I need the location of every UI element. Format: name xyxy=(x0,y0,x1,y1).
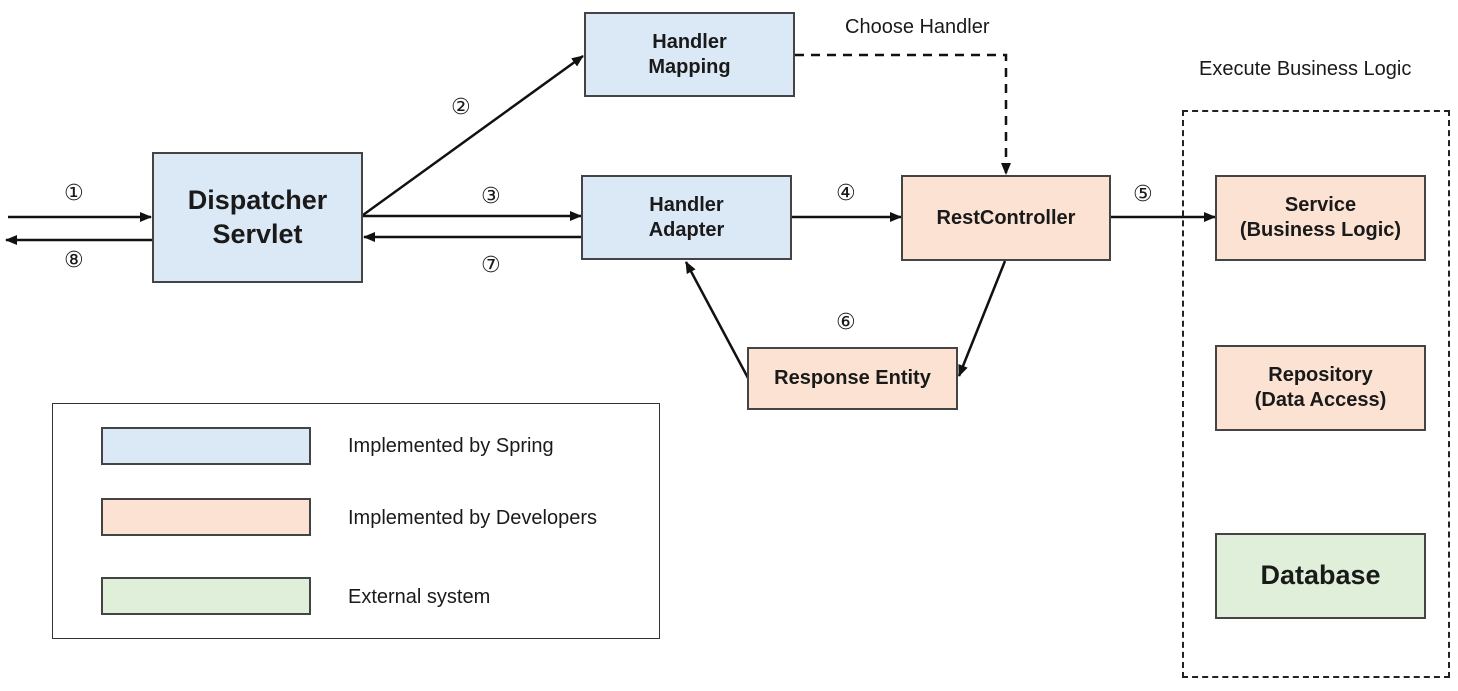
repository-line1: Repository xyxy=(1268,364,1373,386)
response-entity-label: Response Entity xyxy=(774,367,931,389)
service-box: Service (Business Logic) xyxy=(1215,175,1426,261)
database-box: Database xyxy=(1215,533,1426,619)
dispatcher-servlet-line2: Servlet xyxy=(212,218,303,249)
legend-swatch-spring xyxy=(101,427,311,465)
step-5-label: ⑤ xyxy=(1133,181,1153,206)
dispatcher-servlet-box: Dispatcher Servlet xyxy=(152,152,363,283)
repository-box: Repository (Data Access) xyxy=(1215,345,1426,431)
rest-controller-label: RestController xyxy=(936,206,1076,229)
handler-mapping-line2: Mapping xyxy=(648,55,731,78)
handler-mapping-line1: Handler xyxy=(652,30,727,53)
handler-adapter-box: Handler Adapter xyxy=(581,175,792,260)
arrow-to-response-entity xyxy=(957,260,1007,377)
service-line1: Service xyxy=(1284,194,1357,216)
service-line2: (Business Logic) xyxy=(1239,219,1402,241)
handler-adapter-line1: Handler xyxy=(649,193,724,216)
step-1-label: ① xyxy=(64,180,84,205)
legend-label-developers: Implemented by Developers xyxy=(348,507,598,529)
rest-controller-box: RestController xyxy=(901,175,1111,261)
arrow-step-2 xyxy=(362,54,584,217)
legend: Implemented by Spring Implemented by Dev… xyxy=(52,403,660,639)
legend-swatch-developers xyxy=(101,498,311,536)
step-8-label: ⑧ xyxy=(64,247,84,272)
handler-adapter-line2: Adapter xyxy=(648,218,725,241)
database-label: Database xyxy=(1260,560,1381,591)
arrow-step-6 xyxy=(684,261,750,379)
legend-swatch-external xyxy=(101,577,311,615)
legend-label-external: External system xyxy=(348,586,491,608)
step-7-label: ⑦ xyxy=(481,252,501,277)
execute-business-logic-label: Execute Business Logic xyxy=(1199,58,1412,80)
step-2-label: ② xyxy=(451,94,471,119)
dispatcher-servlet-line1: Dispatcher xyxy=(187,184,328,215)
legend-label-spring: Implemented by Spring xyxy=(348,435,554,457)
step-4-label: ④ xyxy=(836,180,856,205)
step-6-label: ⑥ xyxy=(836,309,856,334)
handler-mapping-box: Handler Mapping xyxy=(584,12,795,97)
choose-handler-label: Choose Handler xyxy=(845,16,990,38)
business-logic-container xyxy=(1182,110,1450,678)
repository-line2: (Data Access) xyxy=(1254,389,1387,411)
response-entity-box: Response Entity xyxy=(747,347,958,410)
step-3-label: ③ xyxy=(481,183,501,208)
arrow-choose-handler xyxy=(795,53,1011,175)
